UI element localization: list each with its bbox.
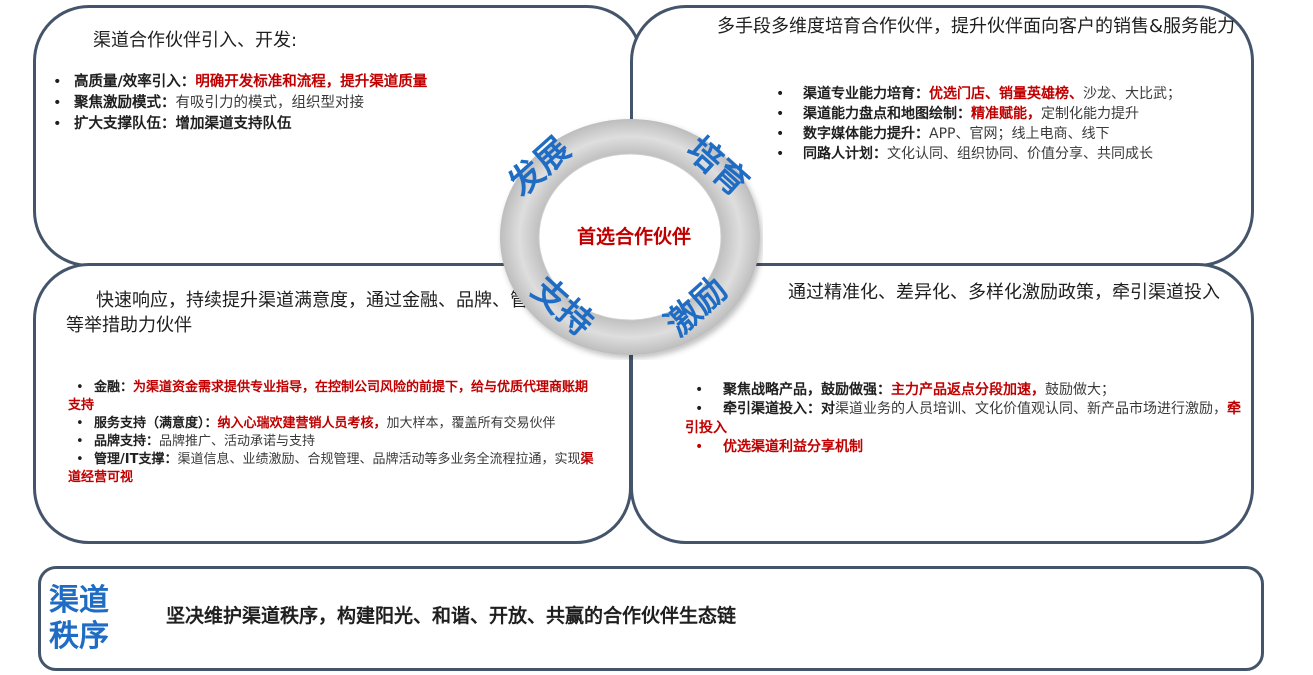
center-label: 首选合作伙伴 bbox=[577, 225, 691, 248]
list-item: 数字媒体能力提升：APP、官网；线上电商、线下 bbox=[776, 124, 1246, 144]
ring-inner bbox=[538, 153, 722, 321]
list-item: 渠道专业能力培育：优选门店、销量英雄榜、沙龙、大比武； bbox=[776, 84, 1246, 104]
banner-label: 渠道秩序 bbox=[49, 583, 109, 654]
list-item: 优选渠道利益分享机制 bbox=[685, 438, 1245, 457]
list-item: 品牌支持：品牌推广、活动承诺与支持 bbox=[68, 433, 598, 451]
list-item: 高质量/效率引入：明确开发标准和流程，提升渠道质量 bbox=[50, 72, 610, 93]
channel-order-banner: 渠道秩序 坚决维护渠道秩序，构建阳光、和谐、开放、共赢的合作伙伴生态链 bbox=[38, 566, 1264, 671]
bullet-list: 聚焦战略产品，鼓励做强：主力产品返点分段加速，鼓励做大； 牵引渠道投入：对渠道业… bbox=[685, 381, 1245, 457]
banner-text: 坚决维护渠道秩序，构建阳光、和谐、开放、共赢的合作伙伴生态链 bbox=[166, 605, 737, 627]
quadrant-title: 快速响应，持续提升渠道满意度，通过金融、品牌、管理IT支持等举措助力伙伴 bbox=[66, 290, 599, 336]
list-item: 扩大支撑队伍：增加渠道支持队伍 bbox=[50, 114, 610, 135]
list-item: 同路人计划：文化认同、组织协同、价值分享、共同成长 bbox=[776, 144, 1246, 164]
quadrant-title: 通过精准化、差异化、多样化激励政策，牵引渠道投入 bbox=[788, 282, 1220, 303]
bullet-list: 金融：为渠道资金需求提供专业指导，在控制公司风险的前提下，给与优质代理商账期支持… bbox=[68, 379, 598, 487]
quadrant-title: 渠道合作伙伴引入、开发: bbox=[93, 30, 298, 51]
quadrant-develop: 渠道合作伙伴引入、开发: 高质量/效率引入：明确开发标准和流程，提升渠道质量 聚… bbox=[33, 5, 643, 267]
list-item: 聚焦激励模式：有吸引力的模式，组织型对接 bbox=[50, 93, 610, 114]
center-ring: 首选合作伙伴 发展 培育 支持 激励 bbox=[500, 119, 760, 355]
list-item: 聚焦战略产品，鼓励做强：主力产品返点分段加速，鼓励做大； bbox=[685, 381, 1245, 400]
quadrant-incentive: 通过精准化、差异化、多样化激励政策，牵引渠道投入 聚焦战略产品，鼓励做强：主力产… bbox=[630, 263, 1254, 544]
bullet-list: 渠道专业能力培育：优选门店、销量英雄榜、沙龙、大比武； 渠道能力盘点和地图绘制：… bbox=[776, 84, 1246, 164]
list-item: 管理/IT支撑：渠道信息、业绩激励、合规管理、品牌活动等多业务全流程拉通，实现渠… bbox=[68, 451, 598, 487]
list-item: 牵引渠道投入：对渠道业务的人员培训、文化价值观认同、新产品市场进行激励，牵引投入 bbox=[685, 400, 1245, 438]
quadrant-support: 快速响应，持续提升渠道满意度，通过金融、品牌、管理IT支持等举措助力伙伴 金融：… bbox=[33, 263, 632, 544]
bullet-list: 高质量/效率引入：明确开发标准和流程，提升渠道质量 聚焦激励模式：有吸引力的模式… bbox=[50, 72, 610, 135]
list-item: 服务支持（满意度）：纳入心瑞欢建营销人员考核，加大样本，覆盖所有交易伙伴 bbox=[68, 415, 598, 433]
quadrant-title: 多手段多维度培育合作伙伴，提升伙伴面向客户的销售&服务能力 bbox=[717, 16, 1236, 37]
list-item: 金融：为渠道资金需求提供专业指导，在控制公司风险的前提下，给与优质代理商账期支持 bbox=[68, 379, 598, 415]
list-item: 渠道能力盘点和地图绘制：精准赋能，定制化能力提升 bbox=[776, 104, 1246, 124]
